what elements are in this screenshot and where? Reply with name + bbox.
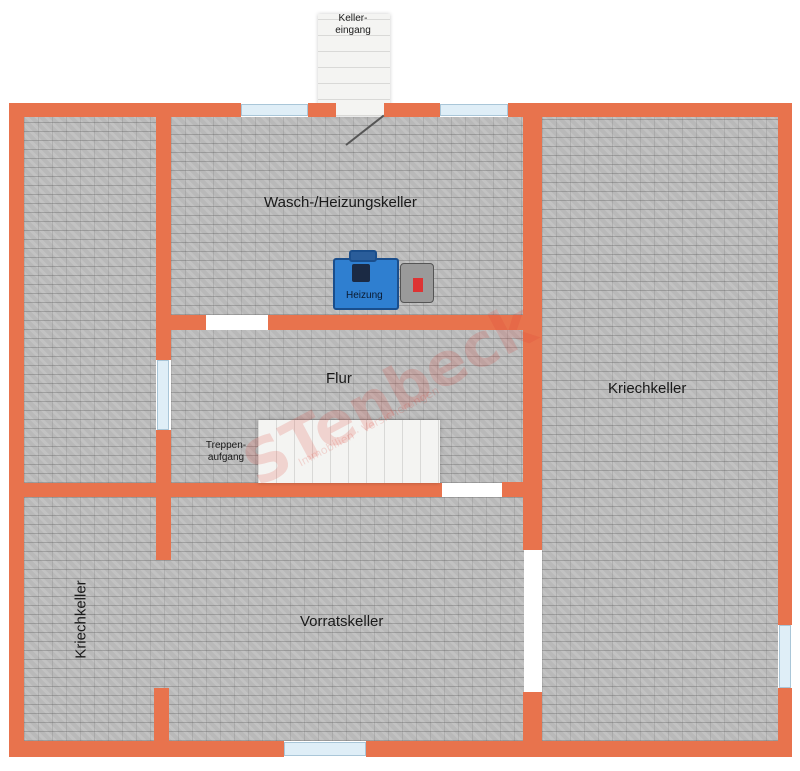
wall-right-upper <box>778 103 792 625</box>
wall-top-right <box>508 103 792 117</box>
kellereingang-stairs <box>318 14 390 116</box>
room-label-wasch-heizung: Wasch-/Heizungskeller <box>264 194 417 211</box>
wall-inner-left-vertical <box>156 117 171 360</box>
wall-inner-left-vertical-b <box>156 430 171 560</box>
heizung-dial-icon <box>352 264 370 282</box>
wall-flur-top-right <box>268 315 540 330</box>
treppenaufgang-stairs <box>258 420 440 483</box>
treppenaufgang-label: Treppen- aufgang <box>205 440 247 463</box>
heizung-label: Heizung <box>346 290 383 301</box>
wall-bottom-stub-right <box>523 692 542 741</box>
room-label-kriechkeller-left: Kriechkeller <box>72 580 90 659</box>
heizung-top-block <box>349 250 377 262</box>
floor-wasch-heizung <box>171 117 523 315</box>
wall-horizontal-center <box>171 483 442 497</box>
wall-bottom-right <box>366 741 792 757</box>
heizung-unit <box>333 258 399 310</box>
wall-bottom-stub-left <box>154 688 169 741</box>
wall-left <box>9 103 24 757</box>
room-label-vorratskeller: Vorratskeller <box>300 613 384 630</box>
floor-right <box>542 117 778 741</box>
wall-horizontal-left <box>24 483 156 497</box>
wall-middle-vertical-b <box>523 480 542 550</box>
wall-middle-stub <box>502 482 542 497</box>
wall-flur-top-left <box>156 315 206 330</box>
window-inner-left <box>157 360 169 430</box>
floor-bottom <box>24 497 524 741</box>
wall-top-mid-b <box>384 103 440 117</box>
window-top-right <box>440 104 508 116</box>
window-bottom <box>284 742 366 756</box>
wall-right-lower <box>778 688 792 757</box>
room-label-flur: Flur <box>326 370 352 387</box>
room-label-kriechkeller-right: Kriechkeller <box>608 380 687 397</box>
wall-bottom-left <box>9 741 284 757</box>
floor-left-upper <box>24 117 156 483</box>
window-top-left <box>241 104 308 116</box>
wall-middle-vertical <box>523 117 542 480</box>
wall-top-left <box>9 103 241 117</box>
floor-flur <box>171 330 523 483</box>
wall-top-mid-a <box>308 103 336 117</box>
window-right <box>779 625 791 688</box>
kellereingang-label: Keller- eingang <box>335 13 371 36</box>
heizung-pump-icon <box>400 263 434 303</box>
